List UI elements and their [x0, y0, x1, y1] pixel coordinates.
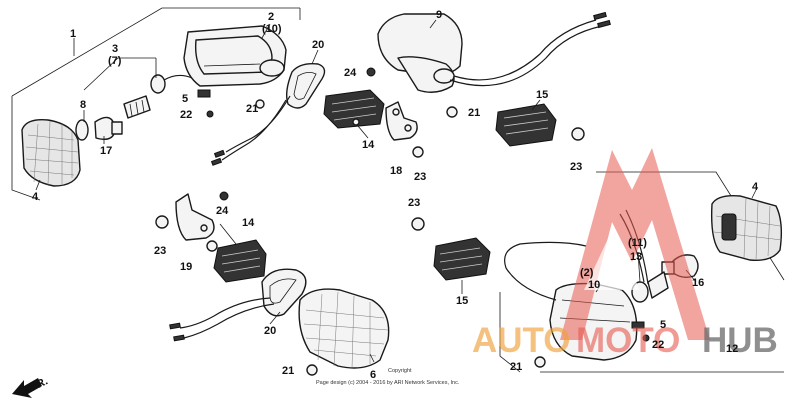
- nut-23b: [571, 127, 585, 141]
- harness-wire-a: [225, 95, 291, 153]
- callout-14b: 14: [242, 217, 255, 229]
- callout-6: 6: [370, 369, 376, 381]
- screw-5b: [631, 321, 645, 329]
- assembly-frame-left: [11, 7, 301, 201]
- nut-21d: [534, 356, 546, 368]
- bracket-18: [385, 101, 418, 141]
- callout-24b: 24: [216, 205, 229, 217]
- harness-wire-f: [183, 303, 275, 339]
- callout-11: (11): [628, 237, 647, 249]
- nut-21b: [446, 106, 458, 118]
- callout-12: 12: [726, 343, 738, 355]
- washer-19: [206, 240, 218, 252]
- callout-5b: 5: [660, 319, 666, 331]
- watermark-text-moto: MOTO: [576, 321, 680, 360]
- nut-23c: [155, 215, 169, 229]
- callout-23a: 23: [414, 171, 426, 183]
- callout-22b: 22: [652, 339, 664, 351]
- winker-lens-right: [710, 194, 783, 261]
- callout-20a: 20: [312, 39, 324, 51]
- winker-assembly-6: [298, 288, 390, 369]
- relay-15b: [433, 237, 491, 281]
- relay-14a: [323, 89, 385, 129]
- bracket-19: [175, 193, 215, 241]
- callout-14a: 14: [362, 139, 375, 151]
- callout-9: 9: [436, 9, 442, 21]
- nut-21a: [255, 99, 265, 109]
- harness-wire-d: [449, 25, 603, 87]
- winker-housing-9: [377, 13, 463, 93]
- harness-wire-c: [453, 19, 597, 81]
- callout-15b: 15: [456, 295, 468, 307]
- screw-22b: [642, 334, 650, 342]
- bulb-17: [94, 116, 123, 141]
- copyright-line-1: Copyright: [388, 368, 412, 374]
- callout-23b: 23: [570, 161, 582, 173]
- harness-wire-b: [221, 99, 287, 161]
- harness-wire-g: [504, 241, 587, 301]
- lens-gasket: [75, 119, 89, 141]
- relay-14b: [213, 239, 267, 283]
- callout-23d: 23: [408, 197, 420, 209]
- socket-assembly-3: [123, 74, 193, 119]
- screw-24a: [366, 67, 376, 77]
- callout-16: 16: [692, 277, 704, 289]
- screw-24b: [219, 191, 229, 201]
- callout-15a: 15: [536, 89, 548, 101]
- callout-19: 19: [180, 261, 192, 273]
- nut-23d: [411, 217, 425, 231]
- relay-15a: [495, 103, 557, 147]
- callout-21b: 21: [468, 107, 480, 119]
- winker-lens-front-left: [21, 119, 81, 187]
- callout-18: 18: [390, 165, 402, 177]
- callout-3-alt: (7): [108, 55, 122, 67]
- callout-17: 17: [100, 145, 112, 157]
- callout-10: 10: [588, 279, 600, 291]
- watermark-text-hub: HUB: [702, 321, 778, 360]
- rubber-mount-20a: [285, 62, 326, 109]
- callout-13: 13: [630, 251, 642, 263]
- front-direction-arrow: [12, 378, 42, 398]
- fr-label: FR.: [29, 375, 50, 393]
- winker-housing-2: [183, 25, 287, 87]
- callout-2b: (2): [580, 267, 594, 279]
- callout-2: 2: [268, 11, 274, 23]
- callout-3: 3: [112, 43, 118, 55]
- nut-21c: [306, 364, 318, 376]
- callout-4a: 4: [32, 191, 39, 203]
- callout-21d: 21: [510, 361, 522, 373]
- callout-labels: 1 2 (10) 3 (7) 8 5 22 21 20 17 4 9 24 21…: [29, 9, 759, 394]
- watermark-text-auto: AUTO: [472, 321, 571, 360]
- callout-23c: 23: [154, 245, 166, 257]
- nut-23a: [412, 146, 424, 158]
- callout-2-alt: (10): [262, 23, 282, 35]
- callout-21a: 21: [246, 103, 258, 115]
- callout-5a: 5: [182, 93, 188, 105]
- copyright-line-2: Page design (c) 2004 - 2016 by ARI Netwo…: [316, 380, 460, 386]
- callout-1: 1: [70, 28, 76, 40]
- callout-21c: 21: [282, 365, 294, 377]
- harness-wire-e: [179, 297, 271, 329]
- callout-8: 8: [80, 99, 86, 111]
- leader-lines: [35, 19, 757, 363]
- screw-22a: [206, 110, 214, 118]
- callout-24a: 24: [344, 67, 357, 79]
- callout-22a: 22: [180, 109, 192, 121]
- screw-5a: [197, 89, 211, 98]
- automotohub-watermark: AUTO MOTO HUB: [472, 148, 778, 360]
- callout-4b: 4: [752, 181, 759, 193]
- callout-20b: 20: [264, 325, 276, 337]
